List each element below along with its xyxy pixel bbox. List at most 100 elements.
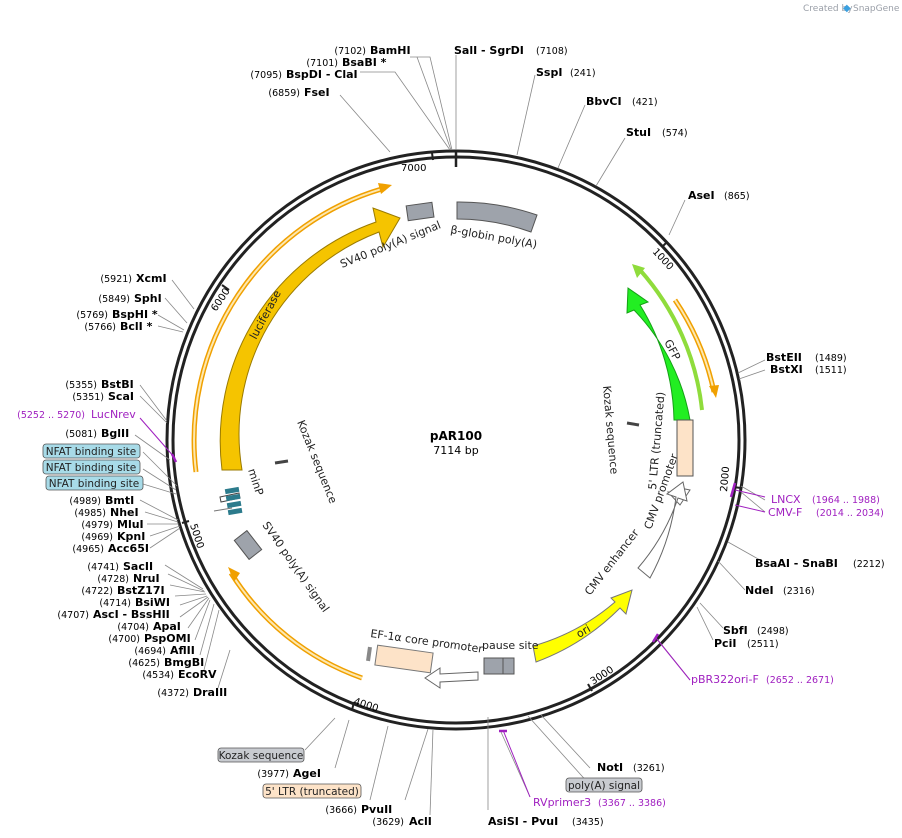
primer-name-rvprimer3: RVprimer3: [533, 796, 591, 809]
site-name-asei: AseI: [688, 189, 715, 202]
luciferase-outer-arrowhead: [378, 183, 392, 194]
lncx-connector: [734, 489, 766, 498]
minp-arrow: [213, 507, 233, 512]
site-pos-bmgbi: (4625): [128, 658, 160, 669]
backbone-outer-ring: [165, 149, 747, 731]
site-name-bcli: BclI *: [120, 320, 153, 333]
ori-feature: [532, 589, 633, 663]
site-name-aflii: AflII: [170, 644, 195, 657]
site-name-asisi: AsiSI - PvuI: [488, 815, 558, 828]
nfat-site-feature-2: [225, 493, 241, 502]
gfp-outer-arrowhead: [709, 385, 719, 398]
site-name-draiii: DraIII: [193, 686, 227, 699]
kozak-left-label: Kozak sequence: [294, 418, 339, 505]
polya-box-label: poly(A) signal: [565, 777, 643, 793]
site-pos-aflii: (4694): [134, 646, 166, 657]
site-pos-sacii: (4741): [87, 562, 119, 573]
pbr322-connector: [655, 637, 691, 681]
site-pos-bamhi: (7102): [334, 46, 366, 57]
luciferase-label: luciferase: [247, 288, 284, 342]
site-pos-xcmi: (5921): [100, 274, 132, 285]
gfp-thin-arrow: [638, 268, 704, 411]
primer-labels: LNCX (1964 .. 1988) CMV-F (2014 .. 2034)…: [17, 408, 884, 809]
sv40-left-feature: [233, 529, 263, 561]
site-pos-bstxi: (1511): [815, 365, 847, 376]
primer-name-lncx: LNCX: [771, 493, 801, 506]
site-pos-bsabi: (7101): [306, 58, 338, 69]
site-connectors: [134, 55, 766, 816]
sv40-top-feature: [405, 201, 435, 222]
site-name-bsiwi: BsiWI: [135, 596, 170, 609]
nfat-box-label-1: NFAT binding site: [42, 443, 141, 459]
site-pos-asci: (4707): [57, 610, 89, 621]
ori-outer-arrow: [228, 571, 363, 681]
site-pos-nhei: (4985): [74, 508, 106, 519]
site-pos-bsaai: (2212): [853, 559, 885, 570]
credit-prefix: Created by: [803, 4, 853, 14]
cmvf-connector: [734, 504, 766, 513]
snapgene-logo-icon: ◆: [843, 3, 851, 14]
site-name-mlui: MluI: [117, 518, 144, 531]
site-pos-sspi: (241): [570, 68, 596, 79]
gfp-outer-arrow-core: [674, 299, 715, 393]
site-name-bbvci: BbvCI: [586, 95, 622, 108]
site-pos-stui: (574): [662, 128, 688, 139]
primer-name-lucnrev: LucNrev: [91, 408, 136, 421]
rvprimer3-connector: [502, 729, 531, 798]
site-pos-bbvci: (421): [632, 97, 658, 108]
ori-label: ori: [574, 622, 593, 640]
site-pos-mlui: (4979): [81, 520, 113, 531]
lncx-primer-mark: [729, 482, 737, 498]
ef1a-small-mark: [366, 646, 372, 662]
site-pos-bmti: (4989): [69, 496, 101, 507]
kozak-left-mark: [274, 459, 289, 465]
site-pos-nrui: (4728): [97, 574, 129, 585]
cmv-enhancer-feature: [637, 481, 688, 579]
ef1a-feature: [374, 644, 434, 674]
site-name-sphi: SphI: [134, 292, 162, 305]
kozak-box-text: Kozak sequence: [219, 750, 304, 762]
primer-name-cmvf: CMV-F: [768, 506, 802, 519]
primer-pos-lucnrev: (5252 .. 5270): [17, 410, 85, 421]
site-name-pcii: PciI: [714, 637, 736, 650]
site-pos-ecorv: (4534): [142, 670, 174, 681]
site-name-ecorv: EcoRV: [178, 668, 217, 681]
site-name-pvuii: PvuII: [361, 803, 392, 816]
cmv-enhancer-label: CMV enhancer: [582, 526, 642, 597]
pbr322-primer-mark: [651, 633, 660, 643]
site-name-scai: ScaI: [108, 390, 134, 403]
site-pos-sphi: (5849): [98, 294, 130, 305]
site-name-bstz17i: BstZ17I: [117, 584, 165, 597]
nfat-box-text-1: NFAT binding site: [46, 446, 137, 458]
ori-outer-arrowhead: [228, 567, 240, 582]
site-name-agei: AgeI: [293, 767, 321, 780]
restriction-site-labels: (7102) BamHI (7101) BsaBI * (7095) BspDI…: [57, 44, 884, 828]
site-name-fsei: FseI: [304, 86, 330, 99]
tick-label-2000: 2000: [719, 466, 732, 492]
site-pos-sali: (7108): [536, 46, 568, 57]
site-pos-bstz17i: (4722): [81, 586, 113, 597]
site-name-bsphi: BspHI *: [112, 308, 158, 321]
nfat-box-label-2: NFAT binding site: [42, 459, 141, 475]
site-name-nhei: NheI: [110, 506, 139, 519]
tick-label-7000: 7000: [401, 163, 426, 174]
site-pos-ndei: (2316): [783, 586, 815, 597]
pause-site-feature: [483, 657, 515, 675]
site-pos-bsiwi: (4714): [99, 598, 131, 609]
site-name-bamhi: BamHI: [370, 44, 411, 57]
site-name-bmti: BmtI: [105, 494, 134, 507]
site-name-kpni: KpnI: [117, 530, 145, 543]
site-pos-sbfi: (2498): [757, 626, 789, 637]
site-pos-agei: (3977): [257, 769, 289, 780]
pause-site-label: pause site: [482, 639, 539, 652]
site-pos-bglii: (5081): [65, 429, 97, 440]
site-pos-bspdi: (7095): [250, 70, 282, 81]
ltr-box-text: 5' LTR (truncated): [265, 786, 359, 798]
site-name-bspdi: BspDI - ClaI: [286, 68, 358, 81]
site-name-sspi: SspI: [536, 66, 562, 79]
site-pos-asei: (865): [724, 191, 750, 202]
nfat-site-feature-1: [224, 486, 240, 495]
nfat-site-feature-4: [227, 507, 243, 516]
gfp-thin-arrowhead: [632, 264, 645, 278]
